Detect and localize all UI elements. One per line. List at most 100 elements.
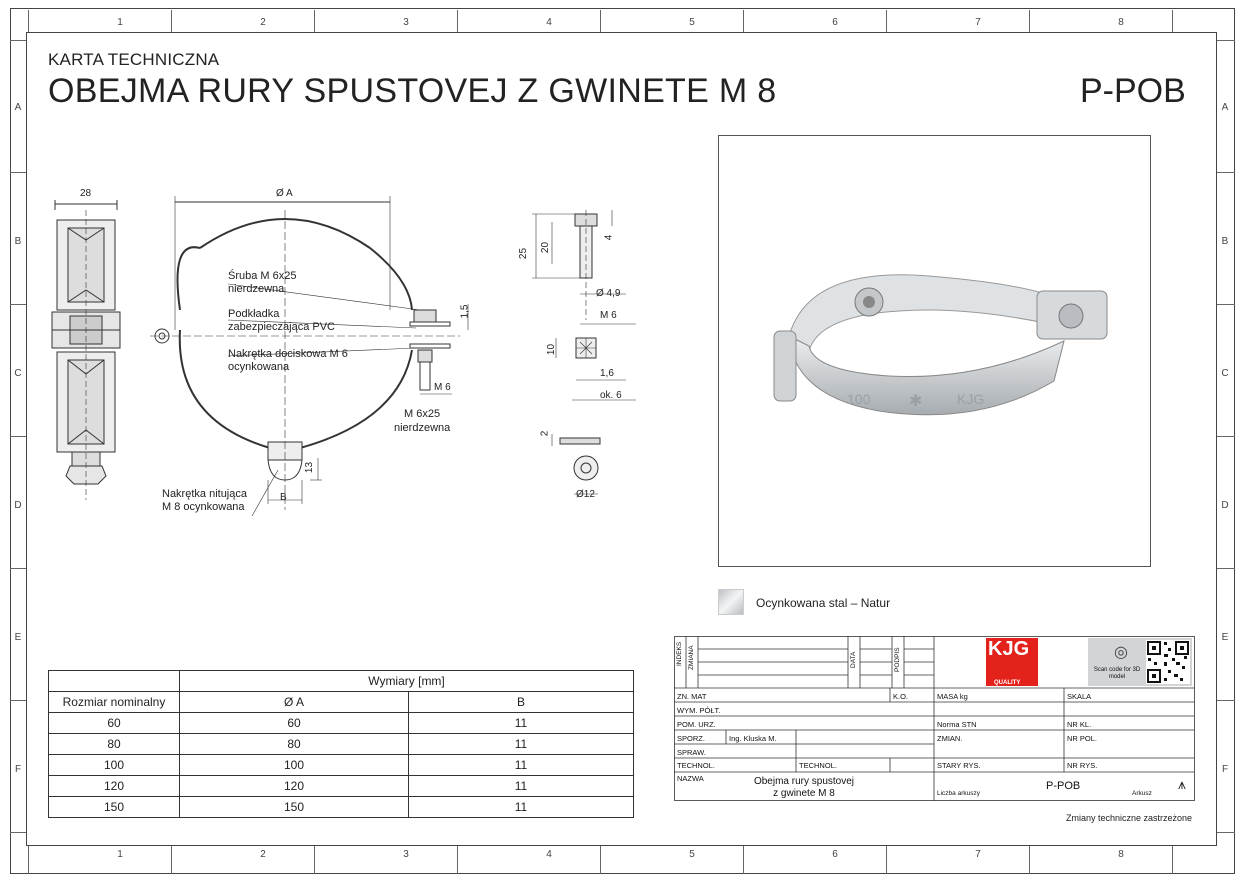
tb-zmian: ZMIAN. <box>937 734 963 743</box>
dim-d12: Ø12 <box>576 489 595 500</box>
footer-note: Zmiany techniczne zastrzeżone <box>1066 813 1193 823</box>
tb-sporz-name: Ing. Kluska M. <box>729 734 777 743</box>
product-photo: 100 KJG ✱ <box>773 274 1108 416</box>
grid-column-6-bottom: 6 <box>832 849 838 860</box>
label-rivet-nut: Nakrętka nitująca <box>162 488 247 500</box>
tb-indeks: INDEKS <box>676 641 683 666</box>
side-width-dim: 28 <box>80 188 92 199</box>
table-cell: 120 <box>48 775 180 797</box>
grid-column-4-bottom: 4 <box>546 849 552 860</box>
grid-row-C-left: C <box>14 368 22 379</box>
grid-row-B-right: B <box>1221 236 1229 247</box>
grid-column-8-bottom: 8 <box>1118 849 1124 860</box>
tb-nazwa: NAZWA <box>677 774 704 783</box>
table-cell: 100 <box>48 754 180 776</box>
qr-caption: Scan code for 3D model <box>1093 667 1141 680</box>
table-group-header: Wymiary [mm] <box>179 670 634 692</box>
grid-tick <box>886 846 887 874</box>
grid-tick <box>1217 40 1235 41</box>
grid-column-8-top: 8 <box>1118 17 1124 28</box>
label-washer-2: zabezpieczająca PVC <box>228 321 336 333</box>
tb-stary-rys: STARY RYS. <box>937 761 981 770</box>
tb-drawing-code: P-POB <box>1046 780 1081 792</box>
tb-skala: SKALA <box>1067 692 1092 701</box>
grid-tick <box>600 846 601 874</box>
tb-technol-2: TECHNOL. <box>799 761 837 770</box>
grid-column-6-top: 6 <box>832 17 838 28</box>
tb-name-line-1: Obejma rury spustovej <box>753 776 855 787</box>
dim-1-6: 1,6 <box>600 368 614 379</box>
grid-tick <box>10 700 26 701</box>
table-cell: 150 <box>48 796 180 818</box>
tb-podpis: PODPIS <box>894 647 901 672</box>
grid-column-5-bottom: 5 <box>689 849 695 860</box>
tb-zn-mat: ZN. MAT <box>677 692 707 701</box>
grid-tick <box>457 846 458 874</box>
dim-25: 25 <box>518 247 530 260</box>
dim-20: 20 <box>540 241 552 254</box>
dim-13: 13 <box>304 461 316 474</box>
table-cell: 150 <box>179 796 409 818</box>
label-screw: Śruba M 6x25 <box>228 270 297 282</box>
grid-tick <box>1029 846 1030 874</box>
qr-code-icon[interactable] <box>1146 640 1190 684</box>
technical-drawing <box>51 196 636 517</box>
tb-arkusz: Arkusz <box>1132 790 1152 797</box>
grid-row-E-right: E <box>1221 632 1229 643</box>
grid-tick <box>10 40 26 41</box>
product-code: P-POB <box>1080 72 1186 110</box>
photo-stamp-star-icon: ✱ <box>909 391 922 410</box>
grid-row-A-right: A <box>1221 102 1229 113</box>
grid-tick <box>28 846 29 874</box>
grid-row-C-right: C <box>1221 368 1229 379</box>
label-washer: Podkładka <box>228 308 280 320</box>
grid-tick <box>10 304 26 305</box>
tb-nr-kl: NR KL. <box>1067 720 1092 729</box>
grid-column-3-bottom: 3 <box>403 849 409 860</box>
brand-logo-sub: QUALITY <box>994 680 1021 686</box>
grid-tick <box>743 846 744 874</box>
brand-logo: KJG <box>988 638 1030 660</box>
grid-tick <box>1217 172 1235 173</box>
table-cell: 80 <box>48 733 180 755</box>
tb-norma: Norma STN <box>937 720 977 729</box>
grid-tick <box>314 846 315 874</box>
dim-d4-9: Ø 4,9 <box>596 288 621 299</box>
grid-row-D-right: D <box>1221 500 1229 511</box>
table-cell: 120 <box>179 775 409 797</box>
finish-swatch <box>718 589 744 615</box>
dim-m6-b: M 6 <box>600 310 617 321</box>
grid-tick <box>743 10 744 32</box>
grid-row-B-left: B <box>14 236 22 247</box>
table-cell: 11 <box>408 775 634 797</box>
tb-ko: K.O. <box>893 692 909 701</box>
product-photo-frame: 100 KJG ✱ <box>718 135 1151 567</box>
tb-name-line-2: z gwinete M 8 <box>773 788 835 799</box>
grid-column-4-top: 4 <box>546 17 552 28</box>
grid-tick <box>600 10 601 32</box>
table-cell: 11 <box>408 733 634 755</box>
grid-row-F-left: F <box>14 764 22 775</box>
grid-tick <box>457 10 458 32</box>
dim-ok6: ok. 6 <box>600 390 622 401</box>
table-cell: 11 <box>408 796 634 818</box>
sheet-outer-frame <box>10 8 1235 874</box>
tb-data: DATA <box>850 651 857 668</box>
compass-icon: ⩚ <box>1178 776 1186 792</box>
diameter-dim: Ø A <box>276 188 293 199</box>
grid-column-7-bottom: 7 <box>975 849 981 860</box>
label-nut: Nakrętka dociskowa M 6 <box>228 348 348 360</box>
table-cell: 11 <box>408 712 634 734</box>
dim-b: B <box>280 492 287 503</box>
grid-tick <box>1172 10 1173 32</box>
document-title: OBEJMA RURY SPUSTOVEJ Z GWINETE M 8 <box>48 72 777 110</box>
tb-nr-pol: NR POL. <box>1067 734 1098 743</box>
dim-m6-a: M 6 <box>434 382 451 393</box>
grid-tick <box>886 10 887 32</box>
grid-tick <box>1217 568 1235 569</box>
dim-1-5: 1,5 <box>459 304 471 319</box>
